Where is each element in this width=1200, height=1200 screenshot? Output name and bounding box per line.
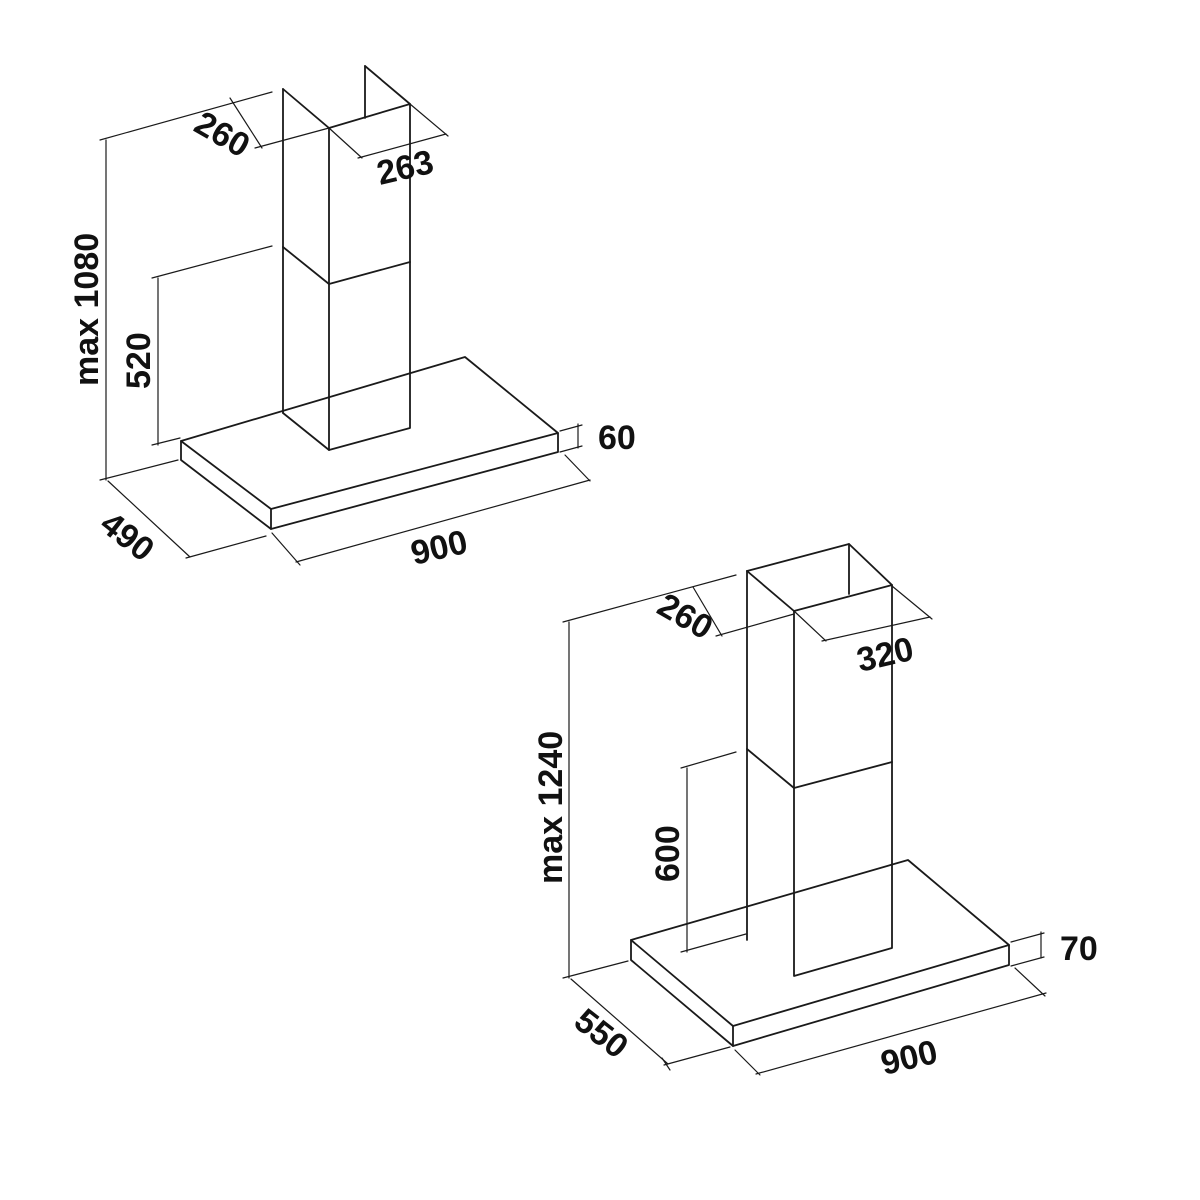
- hood-small-chimney-depth-label: 263: [373, 143, 437, 193]
- hood-large-lower-chimney-height-label: 600: [649, 825, 687, 882]
- hood-small-canopy-thickness-label: 60: [598, 419, 636, 457]
- hood-large-canopy-width-label: 900: [877, 1033, 941, 1083]
- hood-large-dimensions: [562, 574, 1047, 1076]
- hood-small-canopy: [180, 356, 559, 530]
- hood-large-total-height-label: max 1240: [532, 731, 570, 884]
- hood-small-labels: 260 263 max 1080 520 60 490 900: [68, 104, 636, 573]
- hood-small-lower-chimney-height-label: 520: [120, 332, 158, 389]
- hood-large-canopy-thickness-label: 70: [1060, 930, 1098, 968]
- hood-large-chimney: [746, 543, 893, 977]
- hood-large: 260 320 max 1240 600 70 550 900: [532, 543, 1098, 1083]
- hood-large-chimney-depth-label: 320: [853, 630, 917, 680]
- hood-large-canopy-depth-label: 550: [567, 1001, 635, 1066]
- hood-small-canopy-width-label: 900: [407, 523, 471, 573]
- hood-large-labels: 260 320 max 1240 600 70 550 900: [532, 586, 1098, 1083]
- hood-small-total-height-label: max 1080: [68, 233, 106, 386]
- hood-small: 260 263 max 1080 520 60 490 900: [68, 65, 636, 573]
- hood-small-canopy-depth-label: 490: [93, 504, 161, 569]
- hood-large-canopy: [630, 859, 1010, 1047]
- hood-small-dimensions: [99, 91, 591, 566]
